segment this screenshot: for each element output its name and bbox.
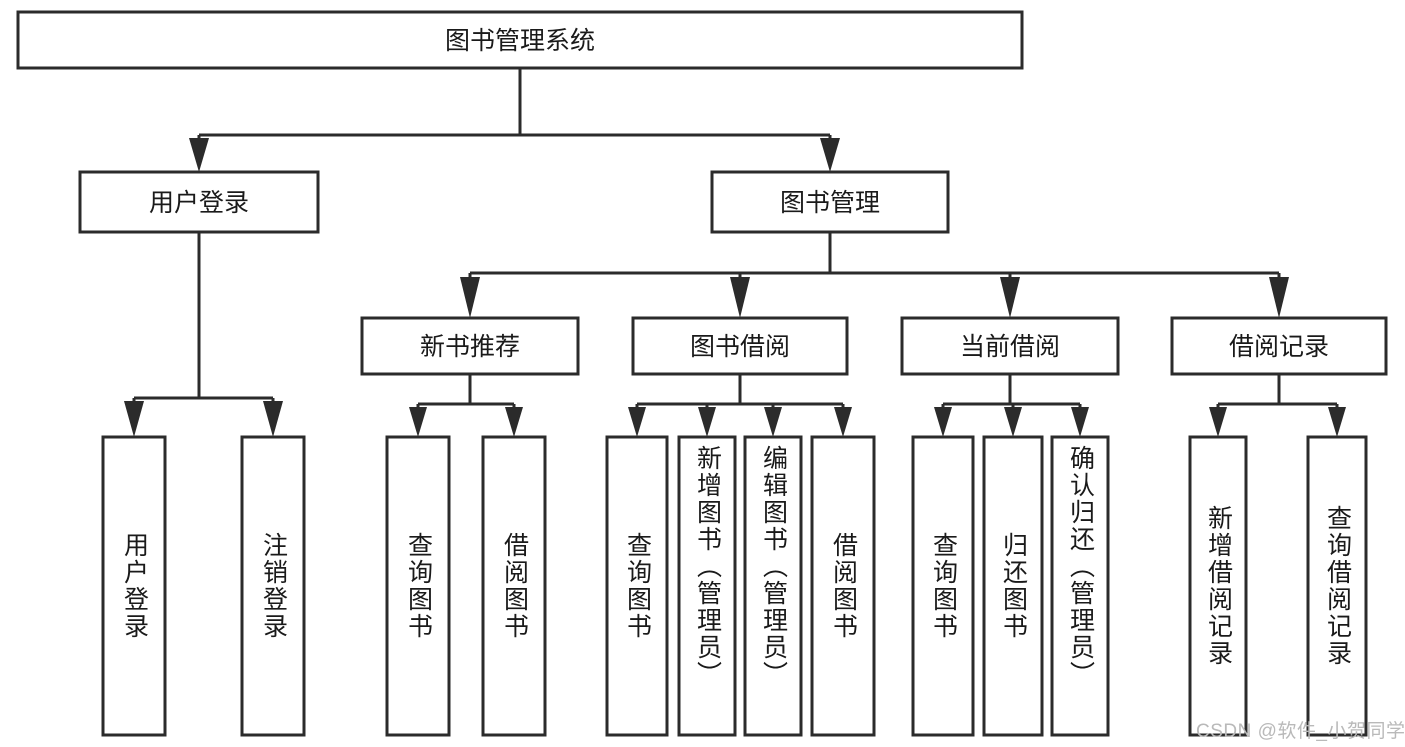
arrow-head-leaf-add-book-admin	[698, 407, 716, 437]
node-leaf-borrow-book-rec-box[interactable]	[481, 435, 547, 737]
arrow-head-leaf-return-book	[1004, 407, 1022, 437]
node-leaf-query-book-borrow-box[interactable]	[605, 435, 669, 737]
node-book-borrow-box[interactable]	[631, 316, 849, 376]
node-root-label: 图书管理系统	[445, 27, 595, 55]
node-book-manage-box[interactable]	[710, 170, 950, 234]
node-leaf-user-login-box[interactable]	[101, 435, 167, 737]
node-leaf-borrow-book-box[interactable]	[810, 435, 876, 737]
arrow-head-leaf-query-book-borrow	[628, 407, 646, 437]
node-leaf-query-borrow-record-box[interactable]	[1306, 435, 1368, 737]
arrow-head-current-borrow	[1000, 277, 1020, 318]
connector-layer	[124, 68, 1346, 437]
arrow-head-leaf-borrow-book-rec	[505, 407, 523, 437]
node-user-login-label: 用户登录	[149, 189, 249, 217]
node-leaf-return-book-box[interactable]	[982, 435, 1044, 737]
node-root-box[interactable]	[16, 10, 1024, 70]
arrow-head-book-manage	[820, 138, 840, 172]
arrow-head-user-login	[189, 138, 209, 172]
node-root[interactable]: 图书管理系统	[16, 10, 1024, 70]
csdn-watermark: CSDN @软件_小贺同学	[1196, 721, 1405, 742]
node-book-borrow-label: 图书借阅	[690, 333, 790, 361]
node-new-book-recommend-box[interactable]	[360, 316, 580, 376]
node-new-book-recommend[interactable]: 新书推荐	[360, 316, 580, 376]
node-layer: 图书管理系统 用户登录 图书管理 新书推荐 图书借阅	[16, 10, 1388, 737]
arrow-head-leaf-query-book-rec	[409, 407, 427, 437]
node-book-borrow[interactable]: 图书借阅	[631, 316, 849, 376]
arrow-head-borrow-record	[1269, 277, 1289, 318]
arrow-head-leaf-edit-book-admin	[764, 407, 782, 437]
arrow-head-leaf-query-borrow-record	[1328, 407, 1346, 437]
arrow-head-leaf-add-borrow-record	[1209, 407, 1227, 437]
node-book-manage-label: 图书管理	[780, 189, 880, 217]
arrow-head-new-book-recommend	[460, 277, 480, 318]
node-leaf-query-book-rec-box[interactable]	[385, 435, 451, 737]
node-user-login[interactable]: 用户登录	[78, 170, 320, 234]
node-leaf-add-book-admin-box[interactable]	[677, 435, 737, 737]
node-current-borrow[interactable]: 当前借阅	[900, 316, 1120, 376]
arrow-head-book-borrow	[730, 277, 750, 318]
arrow-head-leaf-query-book-current	[934, 407, 952, 437]
node-borrow-record[interactable]: 借阅记录	[1170, 316, 1388, 376]
arrow-head-leaf-confirm-return-admin	[1071, 407, 1089, 437]
node-leaf-edit-book-admin-box[interactable]	[743, 435, 803, 737]
node-leaf-logout-login-box[interactable]	[240, 435, 306, 737]
node-user-login-box[interactable]	[78, 170, 320, 234]
node-leaf-query-book-current-box[interactable]	[911, 435, 975, 737]
node-current-borrow-label: 当前借阅	[960, 333, 1060, 361]
node-current-borrow-box[interactable]	[900, 316, 1120, 376]
node-book-manage[interactable]: 图书管理	[710, 170, 950, 234]
arrow-head-leaf-borrow-book	[834, 407, 852, 437]
node-borrow-record-label: 借阅记录	[1229, 333, 1329, 361]
node-leaf-add-borrow-record-box[interactable]	[1188, 435, 1248, 737]
node-new-book-recommend-label: 新书推荐	[420, 333, 520, 361]
arrow-head-leaf-user-login	[124, 401, 144, 437]
arrow-head-leaf-logout-login	[263, 401, 283, 437]
node-leaf-confirm-return-admin-box[interactable]	[1050, 435, 1110, 737]
node-borrow-record-box[interactable]	[1170, 316, 1388, 376]
